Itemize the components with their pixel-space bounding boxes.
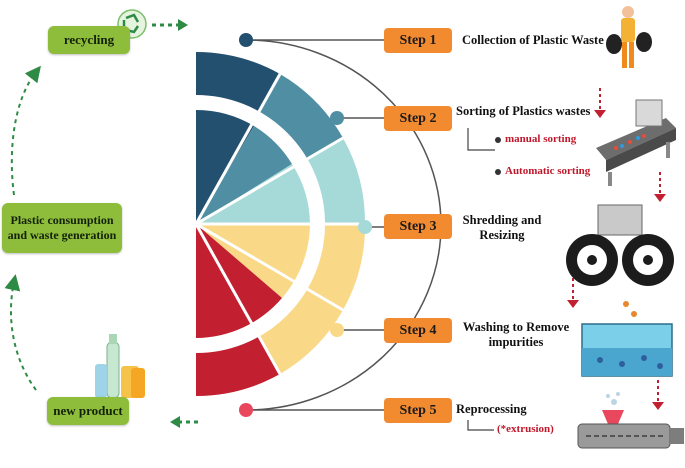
step-5-box: Step 5 [384, 398, 452, 423]
step-2-label: Step 2 [399, 110, 437, 126]
worker-with-bags-icon [606, 6, 652, 68]
half-circle-graphic [180, 40, 366, 410]
dot-step5 [239, 403, 253, 417]
step-3-title: Shredding and Resizing [462, 213, 542, 242]
step-4-title: Washing to Remove impurities [462, 320, 570, 349]
arrow-to-consumption [4, 274, 37, 391]
step-5-title: Reprocessing [456, 402, 527, 416]
consumption-box: Plastic consumption and waste generation [2, 203, 122, 253]
sorting-bracket [467, 128, 495, 151]
arrow-to-recycling [10, 65, 41, 196]
manual-sorting-label: manual sorting [505, 133, 577, 145]
step-4-box: Step 4 [384, 318, 452, 343]
step-3-box: Step 3 [384, 214, 452, 239]
automatic-sorting-label: Automatic sorting [505, 165, 591, 177]
step-5-label: Step 5 [399, 402, 437, 418]
extruder-icon [577, 392, 684, 449]
dot-step4 [330, 323, 344, 337]
extrusion-label: (*extrusion) [497, 423, 554, 435]
dot-step2 [330, 111, 344, 125]
recycling-label: recycling [63, 32, 115, 47]
bottles-icon [95, 334, 145, 399]
step-2-title: Sorting of Plastics wastes [456, 104, 591, 118]
washing-tank-icon [581, 301, 673, 377]
sorting-machine-icon [596, 99, 676, 186]
recycling-box: recycling [48, 26, 130, 54]
step-4-label: Step 4 [399, 322, 437, 338]
step-1-label: Step 1 [399, 32, 437, 48]
extrusion-bracket [467, 420, 494, 431]
shredder-gears-icon [566, 204, 674, 286]
step-3-label: Step 3 [399, 218, 437, 234]
step-2-box: Step 2 [384, 106, 452, 131]
dot-step3 [358, 220, 372, 234]
new-product-box: new product [47, 397, 129, 425]
connector-lines [246, 39, 384, 411]
dot-step1 [239, 33, 253, 47]
new-product-label: new product [53, 403, 123, 418]
consumption-label: Plastic consumption and waste generation [7, 213, 117, 242]
step-1-box: Step 1 [384, 28, 452, 53]
step-1-title: Collection of Plastic Waste [462, 33, 604, 47]
